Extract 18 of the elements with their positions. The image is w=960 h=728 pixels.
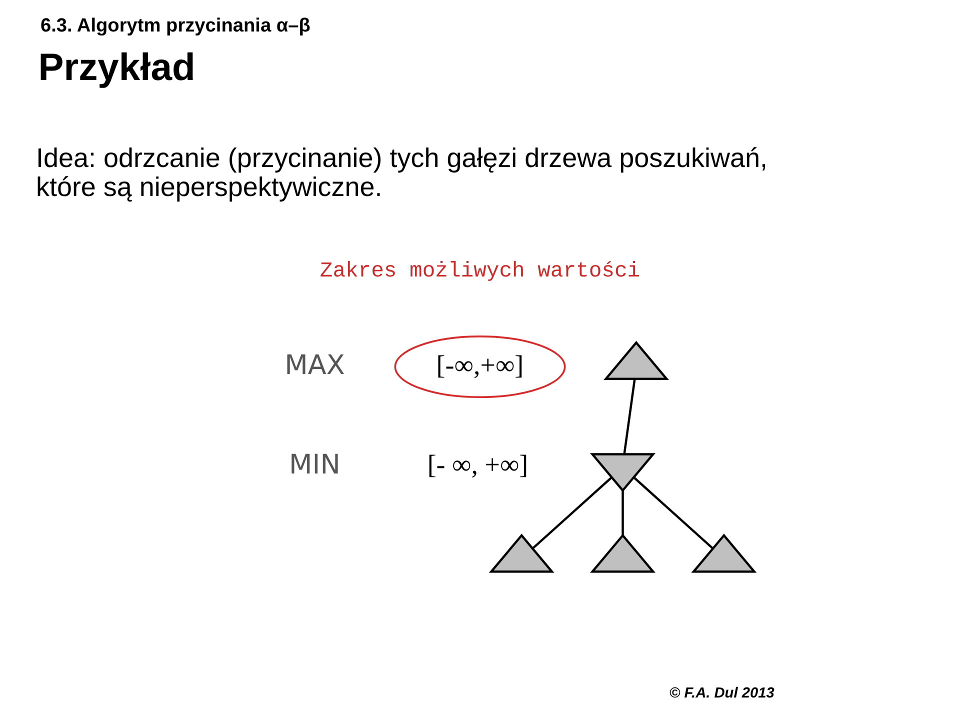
label: Przykład bbox=[38, 46, 196, 89]
node-label: [- ∞, +∞] bbox=[427, 449, 528, 480]
label: Zakres możliwych wartości bbox=[320, 260, 640, 284]
connector bbox=[532, 476, 612, 550]
label: Idea: odrzcanie (przycinanie) tych gałęzi drzewa poszukiwań, które są nieperspektywiczne. bbox=[36, 142, 768, 202]
label: © F.A. Dul 2013 bbox=[669, 686, 774, 702]
label: MIN bbox=[289, 449, 340, 480]
node-ellipse: [-∞,+∞] bbox=[394, 336, 566, 398]
connector bbox=[633, 476, 714, 550]
node-triangle bbox=[691, 534, 757, 573]
connector bbox=[622, 490, 624, 536]
node-triangle bbox=[590, 534, 656, 573]
node-triangle bbox=[488, 534, 554, 573]
node-triangle bbox=[603, 340, 669, 380]
diagram-title: 6.3. Algorytm przycinania α–β bbox=[40, 15, 310, 36]
label: MAX bbox=[284, 350, 345, 381]
node-triangle bbox=[590, 453, 656, 492]
connector bbox=[623, 378, 636, 454]
